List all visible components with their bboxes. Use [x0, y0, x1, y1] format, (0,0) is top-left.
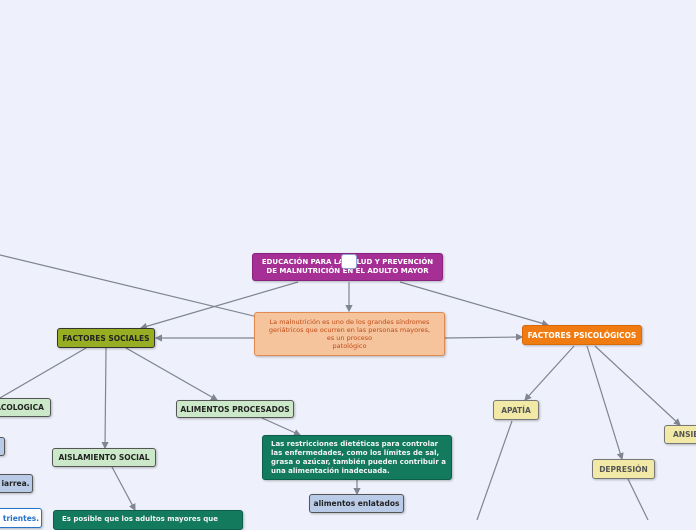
aislamiento-social-node[interactable]: AISLAMIENTO SOCIAL — [52, 448, 156, 467]
edge-root-fp — [399, 281, 550, 327]
edge-apatia-down — [476, 420, 513, 520]
restricciones-node[interactable]: Las restricciones dietéticas para contro… — [262, 435, 452, 480]
edge-fs-psic — [0, 347, 87, 399]
factores-psicologicos-node[interactable]: FACTORES PSICOLÓGICOS — [522, 325, 642, 345]
diarrea-label: iarrea. — [1, 479, 30, 488]
apatia-node[interactable]: APATÍA — [493, 400, 539, 420]
root-topic-label: EDUCACIÓN PARA LA SALUD Y PREVENCIÓN DE … — [261, 258, 434, 275]
edge-root-fs — [139, 281, 299, 330]
central-description-label: La malnutrición es uno de los grandes sí… — [268, 318, 431, 350]
edge-fp-apatia — [524, 345, 575, 401]
central-description-node[interactable]: La malnutrición es uno de los grandes sí… — [254, 312, 445, 356]
factores-sociales-node[interactable]: FACTORES SOCIALES — [57, 328, 155, 348]
apatia-label: APATÍA — [501, 405, 531, 415]
psicologica-label: ACOLOGICA — [0, 403, 44, 412]
alimentos-procesados-label: ALIMENTOS PROCESADOS — [180, 404, 290, 414]
small-offscreen-node[interactable] — [0, 437, 5, 456]
aislamiento-social-label: AISLAMIENTO SOCIAL — [58, 453, 150, 462]
ansiedad-node[interactable]: ANSIE — [664, 425, 696, 444]
edge-ais-green — [111, 466, 136, 512]
depresion-label: DEPRESIÓN — [599, 464, 648, 474]
edge-fp-dep — [586, 345, 624, 461]
edge-ap-rest — [261, 417, 302, 436]
factores-sociales-label: FACTORES SOCIALES — [62, 333, 150, 343]
note-icon[interactable] — [341, 254, 357, 269]
alimentos-enlatados-label: alimentos enlatados — [313, 499, 400, 508]
edge-fs-ais — [101, 347, 109, 450]
psicologica-node[interactable]: ACOLOGICA — [0, 398, 51, 417]
alimentos-enlatados-node[interactable]: alimentos enlatados — [309, 494, 404, 513]
ansiedad-label: ANSIE — [673, 430, 696, 439]
edge-dep-down — [627, 478, 649, 520]
adultos-mayores-label: Es posible que los adultos mayores que — [62, 515, 218, 523]
alimentos-procesados-node[interactable]: ALIMENTOS PROCESADOS — [176, 400, 294, 418]
edge-fp-ansi — [594, 345, 681, 426]
depresion-node[interactable]: DEPRESIÓN — [592, 459, 655, 479]
diarrea-node[interactable]: iarrea. — [0, 474, 33, 493]
edge-fs-ap — [125, 347, 219, 401]
edge-central-fp — [444, 333, 524, 341]
factores-psicologicos-label: FACTORES PSICOLÓGICOS — [527, 330, 637, 340]
adultos-mayores-node[interactable]: Es posible que los adultos mayores que — [53, 510, 243, 530]
edge-offscreen-central — [0, 254, 263, 319]
restricciones-label: Las restricciones dietéticas para contro… — [271, 439, 446, 475]
nutrientes-node[interactable]: trientes. — [0, 508, 42, 528]
nutrientes-label: trientes. — [2, 513, 40, 523]
